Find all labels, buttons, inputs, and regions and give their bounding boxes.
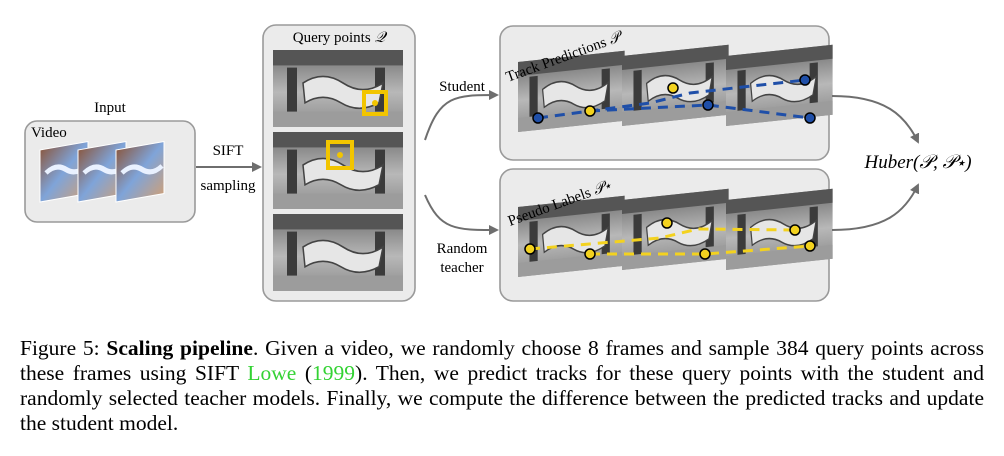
track-point — [584, 105, 596, 117]
track-point — [702, 99, 714, 111]
query-point-marker-2 — [326, 140, 354, 170]
track-point — [699, 248, 711, 260]
teacher-label: teacher — [440, 260, 483, 276]
scaling-pipeline-figure: Input Video SIFT sampling Query points 𝒬 — [24, 24, 972, 302]
random-label: Random — [437, 241, 488, 257]
prediction-to-loss-arrow — [831, 95, 920, 144]
track-point — [667, 82, 679, 94]
citation-author-link[interactable]: Lowe — [247, 361, 297, 385]
caption-text-1: . Given a video, we randomly choose 8 fr… — [20, 336, 984, 385]
teacher-arrow — [424, 194, 499, 235]
student-label: Student — [439, 79, 486, 95]
input-label: Input — [94, 100, 126, 116]
student-tracks — [532, 74, 816, 124]
track-point — [661, 217, 673, 229]
label-to-loss-arrow — [831, 183, 920, 231]
input-video-frames — [39, 140, 165, 203]
query-frame-2 — [272, 131, 404, 210]
caption-title: Scaling pipeline — [106, 336, 253, 360]
sift-label: SIFT — [213, 143, 244, 159]
figure-caption: Figure 5: Scaling pipeline. Given a vide… — [20, 336, 984, 436]
track-point — [804, 240, 816, 252]
track-point — [532, 112, 544, 124]
caption-label: Figure 5: — [20, 336, 100, 360]
citation-year-link[interactable]: 1999 — [312, 361, 356, 385]
track-point — [789, 224, 801, 236]
query-frame-1 — [272, 49, 404, 128]
track-point — [524, 243, 536, 255]
query-frame-3 — [272, 213, 404, 292]
caption-text-2: ). Then, we predict tracks for these que… — [20, 361, 984, 435]
huber-loss-label: Huber(𝒫, 𝒫⋆) — [863, 152, 971, 173]
track-point — [804, 112, 816, 124]
track-point — [799, 74, 811, 86]
query-point-marker-1 — [362, 90, 388, 116]
teacher-tracks — [524, 217, 816, 260]
citation-open-paren: ( — [296, 361, 313, 385]
query-points-title: Query points 𝒬 — [293, 30, 388, 46]
track-point — [584, 248, 596, 260]
video-label: Video — [31, 125, 67, 141]
sampling-label: sampling — [201, 178, 256, 194]
student-arrow — [424, 90, 499, 141]
